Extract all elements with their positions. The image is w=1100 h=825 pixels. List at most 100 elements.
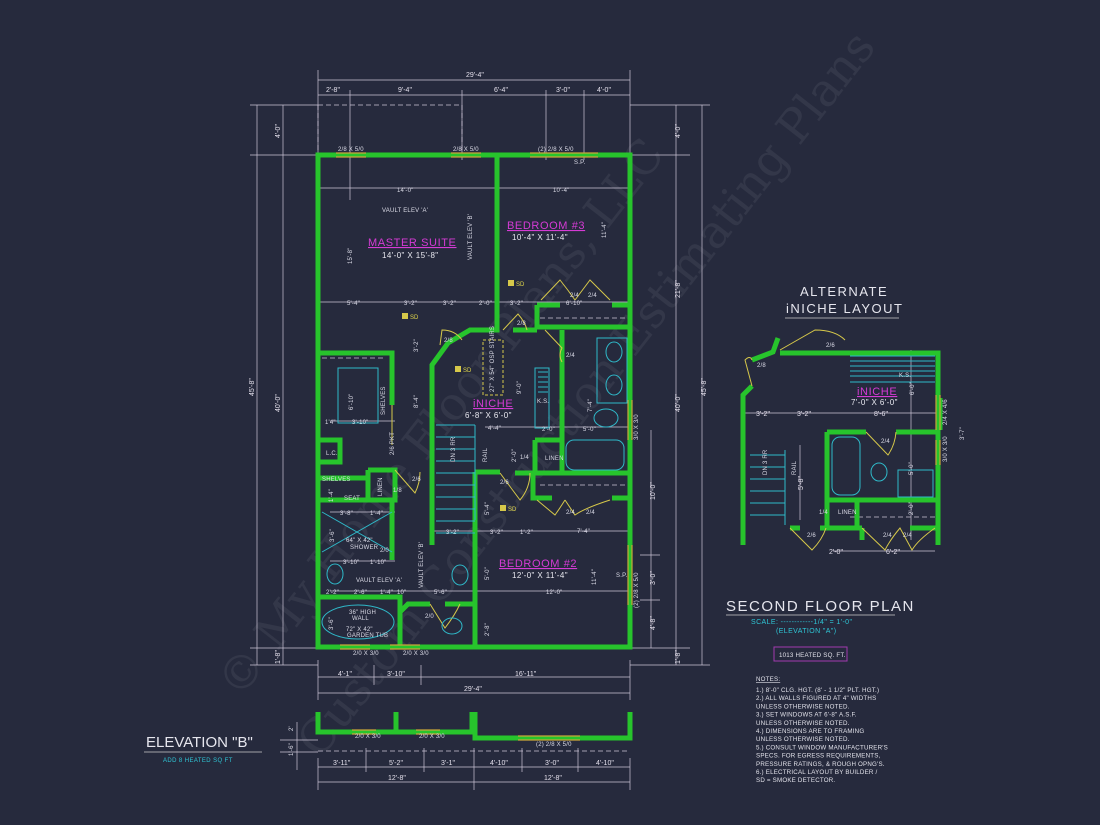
plan-annotation: 2/4 — [570, 293, 579, 299]
plan-annotation: L.C. — [326, 451, 338, 457]
window-label: S.P. — [616, 573, 627, 579]
dim-right: 10'-0" — [650, 482, 657, 500]
plan-annotation: 3'-6" — [330, 529, 336, 542]
elev-label: 2/0 X 3/0 — [355, 734, 381, 740]
dim-top: 3'-0" — [556, 87, 570, 94]
note-line: 4.) DIMENSIONS ARE TO FRAMING — [756, 728, 864, 735]
dim-right: 4'-0" — [675, 124, 682, 138]
elev-label: (2) 2/8 X 5/0 — [536, 742, 572, 748]
plan-annotation: SHELVES — [381, 386, 387, 415]
plan-annotation: 11'-4" — [602, 222, 608, 238]
alt-dim: 6'-2" — [886, 549, 900, 556]
plan-annotation: 2/6 — [412, 477, 421, 483]
plan-annotation: 2/8 — [517, 321, 526, 327]
plan-annotation: K.S. — [537, 399, 549, 405]
plan-annotation: 8'-4" — [414, 395, 420, 408]
elevation-label: (ELEVATION "A") — [776, 628, 837, 635]
dim-right: 3'-0" — [650, 571, 657, 585]
plan-annotation: 10" — [397, 590, 406, 596]
smoke-detector-icon — [500, 505, 506, 511]
elev-dim: 4'-10" — [596, 760, 614, 767]
plan-annotation: 2'-6" — [354, 590, 367, 596]
dim-overall-bottom: 29'-4" — [464, 686, 482, 693]
plan-annotation: 2/0 — [380, 548, 389, 554]
plan-annotation: 27" X 54" OSP STAIRS — [490, 326, 496, 392]
title-block: SECOND FLOOR PLAN SCALE: ------------1/4… — [144, 284, 915, 784]
smoke-detector-label: SD — [463, 368, 472, 374]
plan-annotation: 3'-8" — [340, 511, 353, 517]
plan-annotation: 2'-2" — [326, 590, 339, 596]
walls-alternate-layout — [740, 329, 943, 552]
alt-dim: 3'-2" — [756, 411, 770, 418]
note-line: SD = SMOKE DETECTOR. — [756, 777, 835, 784]
alt-label: 2/6 — [807, 533, 816, 539]
fixtures — [321, 280, 628, 640]
dim-top: 2'-8" — [326, 87, 340, 94]
plan-annotation: 64" X 42" — [346, 538, 373, 544]
dim-overall-top: 29'-4" — [466, 72, 484, 79]
plan-annotation: 3'-2" — [414, 339, 420, 352]
plan-annotation: 2'-0" — [512, 449, 518, 462]
plan-annotation: 5'-0" — [583, 427, 596, 433]
room-name-bedroom-3: BEDROOM #3 — [507, 220, 585, 232]
smoke-detector-label: SD — [508, 507, 517, 513]
plan-annotation: WALL — [352, 616, 369, 622]
note-line: 2.) ALL WALLS FIGURED AT 4" WIDTHS — [756, 695, 876, 702]
plan-annotation: 2/4 — [566, 510, 575, 516]
windows — [336, 152, 633, 650]
plan-annotation: 7'-4" — [577, 529, 590, 535]
plan-annotation: 15'-8" — [348, 248, 354, 264]
plan-annotation: 1/4 — [520, 455, 529, 461]
plan-annotation: RAIL — [483, 447, 489, 462]
dim-right: 21'-8" — [675, 280, 682, 298]
plan-title: SECOND FLOOR PLAN — [726, 598, 915, 615]
alt-label: 3/0 X 3/0 — [943, 436, 949, 462]
alt-label: 2/4 — [903, 533, 912, 539]
alternate-title-2: iNICHE LAYOUT — [786, 301, 904, 316]
heated-sqft-box — [773, 646, 848, 662]
window-label: 3/0 X 3/0 — [634, 414, 640, 440]
plan-annotation: 2/0 — [425, 614, 434, 620]
alt-label: 5'-0" — [909, 462, 915, 475]
plan-annotation: 3'-2" — [490, 530, 503, 536]
elev-dim: 12'-8" — [544, 775, 562, 782]
plan-annotation: LINEN — [545, 456, 564, 462]
dim-top: 4'-0" — [597, 87, 611, 94]
alt-dim: 3'-2" — [797, 411, 811, 418]
alt-dim: 5'-8" — [798, 476, 805, 490]
plan-annotation: GARDEN TUB — [347, 633, 388, 639]
plan-annotation: 14'-0" — [397, 188, 413, 194]
alt-label: 2/4 X 4/6 — [943, 399, 949, 425]
dimension-lines — [250, 70, 938, 790]
window-label: 2/0 X 3/0 — [353, 651, 379, 657]
dim-left: 1'-8" — [275, 650, 282, 664]
window-label: 2/8 X 5/0 — [338, 147, 364, 153]
dim-right: 1'-8" — [675, 650, 682, 664]
note-line: 1.) 8'-0" CLG. HGT. (8' - 1 1/2" PLT. HG… — [756, 687, 879, 694]
plan-annotation: 3'-10" — [343, 560, 359, 566]
plan-annotation: VAULT ELEV 'B' — [419, 542, 425, 588]
plan-annotation: 5'-4" — [485, 502, 491, 515]
walls-elevation-b — [315, 712, 633, 741]
plan-annotation: VAULT ELEV 'B' — [468, 214, 474, 260]
alt-label: 2/4 — [881, 439, 890, 445]
alt-label: 2/4 — [883, 533, 892, 539]
plan-annotation: 2/4 — [586, 510, 595, 516]
plan-annotation: 2/6 PKT — [390, 432, 396, 455]
dim-right: 45'-8" — [701, 378, 708, 396]
elev-dim: 3'-1" — [441, 760, 455, 767]
alt-dim: 2'-0" — [829, 549, 843, 556]
plan-annotation: 1/8 — [393, 488, 402, 494]
alt-label: K.S. — [899, 373, 911, 379]
notes-list: 1.) 8'-0" CLG. HGT. (8' - 1 1/2" PLT. HG… — [756, 687, 888, 784]
elevation-b-title: ELEVATION "B" — [146, 734, 253, 751]
plan-annotation: 2/8 — [444, 338, 453, 344]
alt-label: 3'-7" — [960, 427, 966, 440]
plan-annotation: 1'-10" — [370, 560, 386, 566]
elev-dim: 3'-0" — [545, 760, 559, 767]
elev-label: 2/0 X 3/0 — [419, 734, 445, 740]
alt-label: 6'-0" — [910, 382, 916, 395]
elev-dim: 4'-10" — [490, 760, 508, 767]
